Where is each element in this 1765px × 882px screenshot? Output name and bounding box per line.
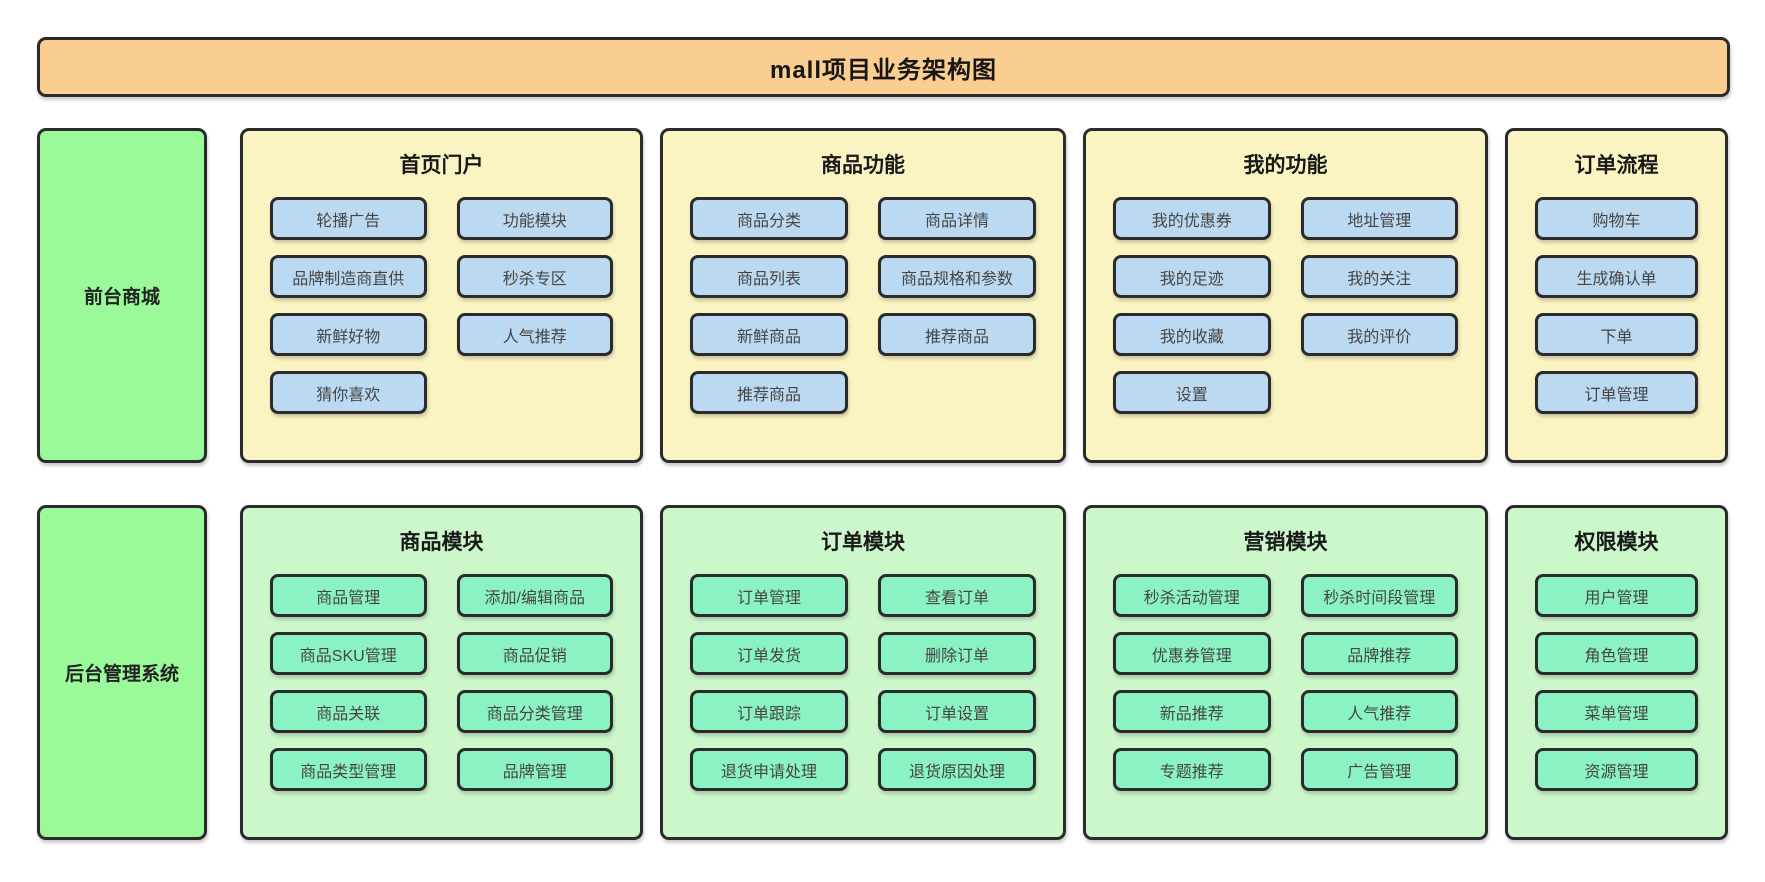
product-feature-node: 商品规格和参数 (878, 255, 1036, 298)
node-grid-order-module: 订单管理查看订单订单发货删除订单订单跟踪订单设置退货申请处理退货原因处理 (690, 574, 1036, 791)
product-feature-node: 推荐商品 (690, 371, 848, 414)
order-flow-node: 下单 (1535, 313, 1698, 356)
section-title-home-portal: 首页门户 (399, 154, 484, 177)
section-home-portal: 首页门户 轮播广告功能模块品牌制造商直供秒杀专区新鲜好物人气推荐猜你喜欢 (240, 128, 643, 463)
my-feature-node: 我的优惠券 (1113, 197, 1271, 240)
home-portal-node: 品牌制造商直供 (270, 255, 427, 298)
my-feature-node: 我的评价 (1300, 313, 1458, 356)
permission-module-node: 菜单管理 (1535, 690, 1698, 733)
product-feature-node: 商品列表 (690, 255, 848, 298)
section-my-features: 我的功能 我的优惠券地址管理我的足迹我的关注我的收藏我的评价设置 (1083, 128, 1488, 463)
section-title-order-flow: 订单流程 (1574, 154, 1659, 177)
section-marketing-module: 营销模块 秒杀活动管理秒杀时间段管理优惠券管理品牌推荐新品推荐人气推荐专题推荐广… (1083, 505, 1488, 840)
product-module-node: 商品管理 (270, 574, 427, 617)
product-module-node: 商品类型管理 (270, 748, 427, 791)
home-portal-node: 猜你喜欢 (270, 371, 427, 414)
order-module-node: 订单设置 (878, 690, 1036, 733)
my-feature-node: 地址管理 (1300, 197, 1458, 240)
home-portal-node: 轮播广告 (270, 197, 427, 240)
section-title-my-features: 我的功能 (1243, 154, 1328, 177)
marketing-module-node: 专题推荐 (1113, 748, 1271, 791)
section-order-module: 订单模块 订单管理查看订单订单发货删除订单订单跟踪订单设置退货申请处理退货原因处… (660, 505, 1066, 840)
marketing-module-node: 广告管理 (1300, 748, 1458, 791)
node-grid-product-module: 商品管理添加/编辑商品商品SKU管理商品促销商品关联商品分类管理商品类型管理品牌… (270, 574, 613, 791)
section-title-product-features: 商品功能 (821, 154, 905, 177)
my-feature-node: 我的收藏 (1113, 313, 1271, 356)
order-flow-node: 生成确认单 (1535, 255, 1698, 298)
product-feature-node: 新鲜商品 (690, 313, 848, 356)
order-flow-node: 订单管理 (1535, 371, 1698, 414)
order-module-node: 订单发货 (690, 632, 848, 675)
permission-module-node: 资源管理 (1535, 748, 1698, 791)
product-module-node: 商品SKU管理 (270, 632, 427, 675)
marketing-module-node: 人气推荐 (1300, 690, 1458, 733)
diagram-title: mall项目业务架构图 (769, 56, 998, 84)
order-module-node: 订单管理 (690, 574, 848, 617)
node-grid-home-portal: 轮播广告功能模块品牌制造商直供秒杀专区新鲜好物人气推荐猜你喜欢 (270, 197, 613, 414)
order-flow-node: 购物车 (1535, 197, 1698, 240)
node-grid-marketing-module: 秒杀活动管理秒杀时间段管理优惠券管理品牌推荐新品推荐人气推荐专题推荐广告管理 (1113, 574, 1458, 791)
home-portal-node: 秒杀专区 (456, 255, 613, 298)
home-portal-node: 功能模块 (456, 197, 613, 240)
backend-system-label: 后台管理系统 (37, 505, 207, 840)
product-module-node: 商品促销 (456, 632, 613, 675)
permission-module-node: 角色管理 (1535, 632, 1698, 675)
product-module-node: 添加/编辑商品 (456, 574, 613, 617)
order-module-node: 退货申请处理 (690, 748, 848, 791)
my-feature-node: 我的关注 (1300, 255, 1458, 298)
marketing-module-node: 优惠券管理 (1113, 632, 1271, 675)
marketing-module-node: 新品推荐 (1113, 690, 1271, 733)
marketing-module-node: 秒杀时间段管理 (1300, 574, 1458, 617)
product-module-node: 商品关联 (270, 690, 427, 733)
product-feature-node: 推荐商品 (878, 313, 1036, 356)
node-grid-my-features: 我的优惠券地址管理我的足迹我的关注我的收藏我的评价设置 (1113, 197, 1458, 414)
home-portal-node: 新鲜好物 (270, 313, 427, 356)
order-module-node: 删除订单 (878, 632, 1036, 675)
marketing-module-node: 品牌推荐 (1300, 632, 1458, 675)
section-title-order-module: 订单模块 (821, 531, 905, 554)
node-grid-order-flow: 购物车生成确认单下单订单管理 (1535, 197, 1698, 414)
front-mall-row: 前台商城 首页门户 轮播广告功能模块品牌制造商直供秒杀专区新鲜好物人气推荐猜你喜… (37, 128, 1730, 463)
product-module-node: 品牌管理 (456, 748, 613, 791)
product-feature-node: 商品详情 (878, 197, 1036, 240)
home-portal-node: 人气推荐 (456, 313, 613, 356)
section-title-product-module: 商品模块 (399, 531, 484, 554)
my-feature-node: 设置 (1113, 371, 1271, 414)
permission-module-node: 用户管理 (1535, 574, 1698, 617)
section-title-marketing-module: 营销模块 (1243, 531, 1328, 554)
backend-system-row: 后台管理系统 商品模块 商品管理添加/编辑商品商品SKU管理商品促销商品关联商品… (37, 505, 1730, 840)
section-permission-module: 权限模块 用户管理角色管理菜单管理资源管理 (1505, 505, 1728, 840)
section-product-features: 商品功能 商品分类商品详情商品列表商品规格和参数新鲜商品推荐商品推荐商品 (660, 128, 1066, 463)
node-grid-product-features: 商品分类商品详情商品列表商品规格和参数新鲜商品推荐商品推荐商品 (690, 197, 1036, 414)
product-module-node: 商品分类管理 (456, 690, 613, 733)
order-module-node: 订单跟踪 (690, 690, 848, 733)
front-mall-label: 前台商城 (37, 128, 207, 463)
my-feature-node: 我的足迹 (1113, 255, 1271, 298)
node-grid-permission-module: 用户管理角色管理菜单管理资源管理 (1535, 574, 1698, 791)
order-module-node: 查看订单 (878, 574, 1036, 617)
section-order-flow: 订单流程 购物车生成确认单下单订单管理 (1505, 128, 1728, 463)
diagram-title-bar: mall项目业务架构图 (37, 37, 1730, 97)
order-module-node: 退货原因处理 (878, 748, 1036, 791)
product-feature-node: 商品分类 (690, 197, 848, 240)
section-product-module: 商品模块 商品管理添加/编辑商品商品SKU管理商品促销商品关联商品分类管理商品类… (240, 505, 643, 840)
section-title-permission-module: 权限模块 (1574, 531, 1659, 554)
marketing-module-node: 秒杀活动管理 (1113, 574, 1271, 617)
